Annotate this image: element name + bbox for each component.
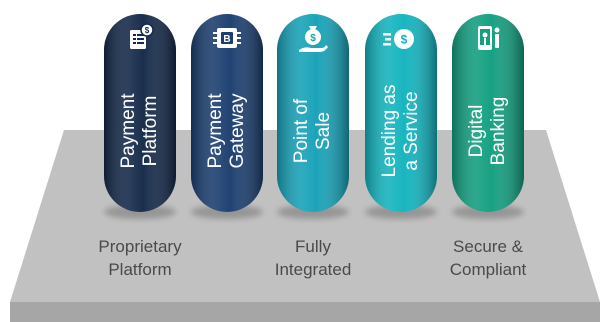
svg-text:$: $ bbox=[145, 26, 150, 35]
invoice-dollar-icon: $ bbox=[130, 23, 154, 49]
crypto-chip-icon: B bbox=[213, 28, 241, 48]
pillar-payment-gateway: B bbox=[191, 14, 263, 219]
base-label-line1: Secure & bbox=[453, 237, 523, 256]
base-label-line2: Compliant bbox=[449, 260, 527, 279]
pillar-lending-as-a-service: $ bbox=[365, 14, 437, 219]
base-label-proprietary-platform: Proprietary Platform bbox=[65, 235, 215, 281]
base-label-secure-and-compliant: Secure & Compliant bbox=[413, 235, 563, 281]
pillar-payment-platform: $ bbox=[104, 14, 176, 219]
mobile-banking-icon bbox=[478, 26, 500, 50]
pillar-point-of-sale: $ bbox=[277, 14, 349, 219]
svg-text:$: $ bbox=[310, 33, 316, 44]
platform-front bbox=[10, 302, 600, 322]
money-bag-hand-icon: $ bbox=[299, 26, 328, 52]
svg-text:$: $ bbox=[401, 33, 408, 47]
svg-text:B: B bbox=[223, 34, 230, 45]
pillar-digital-banking bbox=[452, 14, 524, 219]
fast-dollar-coin-icon: $ bbox=[383, 29, 414, 49]
base-label-line1: Fully bbox=[295, 237, 331, 256]
base-label-line1: Proprietary bbox=[98, 237, 182, 256]
base-label-fully-integrated: Fully Integrated bbox=[238, 235, 388, 281]
base-label-line2: Platform bbox=[108, 260, 172, 279]
base-label-line2: Integrated bbox=[274, 260, 352, 279]
